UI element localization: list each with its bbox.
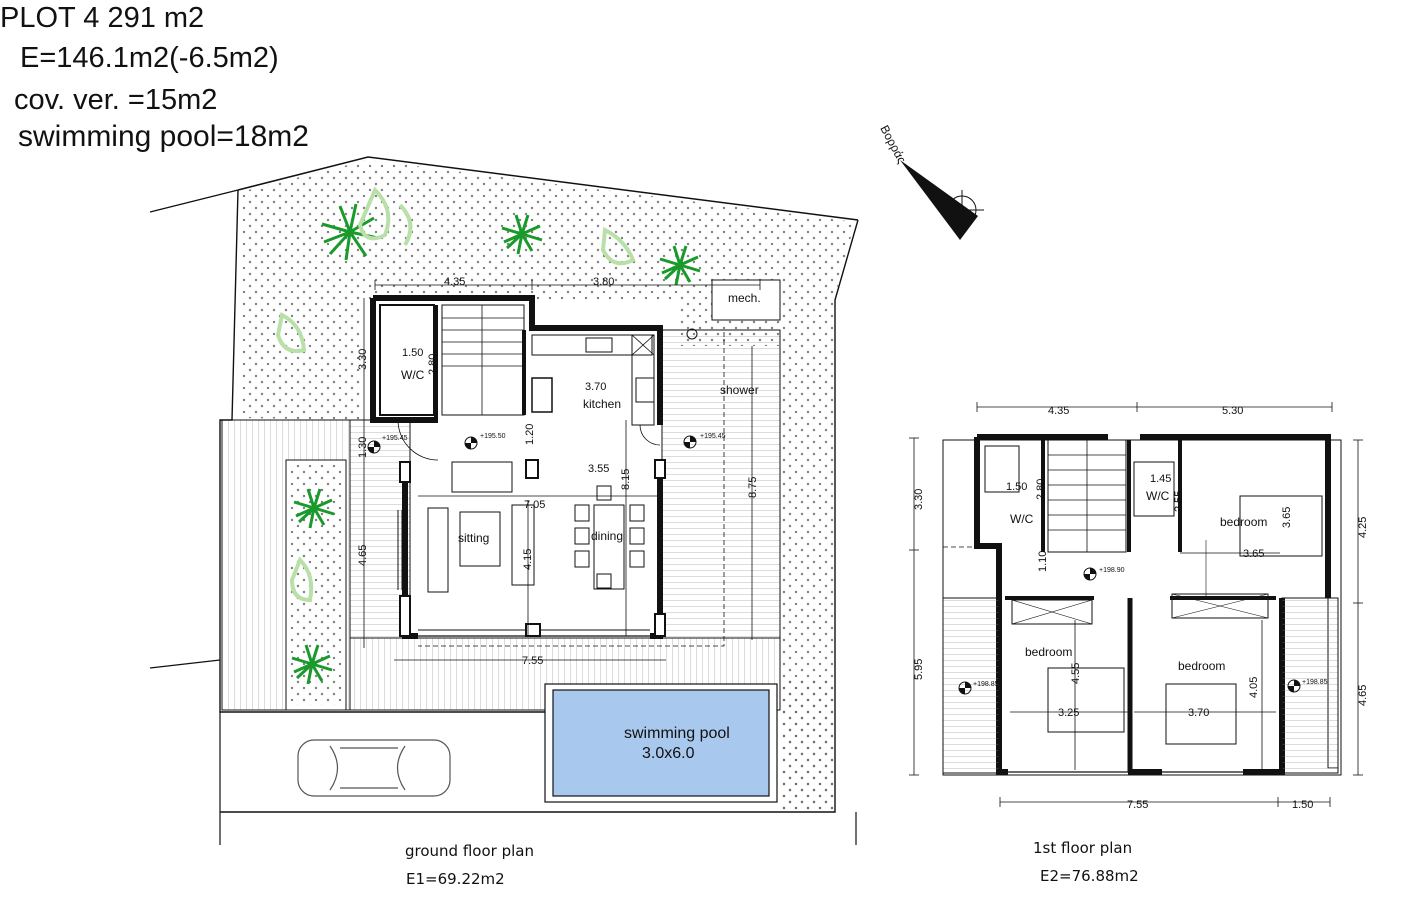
ground-floor-plan <box>370 295 725 647</box>
dim-bed1-width: 3.65 <box>1243 548 1264 560</box>
dim-ff-hall-height: 1.10 <box>1037 551 1049 572</box>
dim-hall-height: 1.20 <box>524 424 536 445</box>
dim-kitchen-width: 3.70 <box>585 381 606 393</box>
room-shower: shower <box>720 383 759 397</box>
dim-sitting-width: 3.55 <box>588 463 609 475</box>
dim-wc-depth: 2.80 <box>427 354 439 375</box>
first-floor-dimensions <box>909 402 1363 807</box>
dim-ff-bottom: 7.55 <box>1127 799 1148 811</box>
palm-trees <box>275 186 701 685</box>
pool-area: swimming pool=18m2 <box>18 120 309 153</box>
dim-ff-right-upper: 4.25 <box>1357 517 1369 538</box>
dim-bed3-height: 4.05 <box>1248 677 1260 698</box>
dim-gf-top-right: 3.80 <box>593 276 614 288</box>
level-gf-3: +195.45 <box>700 433 726 440</box>
north-arrow <box>900 160 984 240</box>
level-ff-1: +198.90 <box>1099 567 1125 574</box>
room-wc: W/C <box>401 368 425 382</box>
plot-title: PLOT 4 291 m2 <box>0 2 205 34</box>
first-floor-plan <box>942 434 1342 776</box>
dim-gf-bottom: 7.55 <box>522 655 543 667</box>
covered-area: cov. ver. =15m2 <box>14 84 218 116</box>
swimming-pool <box>544 683 778 803</box>
level-markers <box>367 435 1301 695</box>
room-bedroom-3: bedroom <box>1178 659 1225 673</box>
room-sitting: sitting <box>458 531 489 545</box>
area-total: E=146.1m2(-6.5m2) <box>20 42 279 74</box>
dim-ff-left-upper: 3.30 <box>913 489 925 510</box>
dim-gf-top-left: 4.35 <box>444 276 465 288</box>
level-ff-2: +198.85 <box>973 681 999 688</box>
dim-dining-height: 4.15 <box>522 549 534 570</box>
faded-tree-icon <box>275 186 636 603</box>
dim-ff-wc1-height: 2.80 <box>1035 479 1047 500</box>
ff-caption: 1st floor plan <box>1033 839 1132 857</box>
dim-ff-left-lower: 5.95 <box>913 659 925 680</box>
pool-size: 3.0x6.0 <box>642 745 695 762</box>
room-bedroom-1: bedroom <box>1220 515 1267 529</box>
level-gf-1: +195.45 <box>382 435 408 442</box>
pool-label: swimming pool <box>624 725 730 742</box>
dim-ff-right-lower: 4.65 <box>1357 685 1369 706</box>
palm-icon <box>659 245 701 286</box>
room-kitchen: kitchen <box>583 397 621 411</box>
dim-wc-width: 1.50 <box>402 347 423 359</box>
room-dining: dining <box>591 529 623 543</box>
level-ff-3: +198.85 <box>1302 679 1328 686</box>
dim-bed3-width: 3.70 <box>1188 707 1209 719</box>
dim-ff-top-left: 4.35 <box>1048 405 1069 417</box>
dim-ff-bottom-right: 1.50 <box>1292 799 1313 811</box>
ground-floor-dimensions <box>363 280 761 661</box>
dim-gf-left-mid: 1.30 <box>357 437 369 458</box>
gf-caption: ground floor plan <box>405 842 534 860</box>
dim-terrace-height: 8.75 <box>747 477 759 498</box>
dim-bed1-height: 3.65 <box>1281 507 1293 528</box>
dim-bed2-width: 3.25 <box>1058 707 1079 719</box>
palm-icon <box>291 644 333 685</box>
ff-area: E2=76.88m2 <box>1040 867 1139 885</box>
room-mech: mech. <box>728 291 761 305</box>
plot-boundary <box>149 156 859 845</box>
dim-gf-left-upper: 3.30 <box>357 349 369 370</box>
room-bedroom-2: bedroom <box>1025 645 1072 659</box>
dim-bed2-height: 4.55 <box>1070 663 1082 684</box>
level-gf-2: +195.50 <box>480 433 506 440</box>
dim-ff-wc2-width: 1.45 <box>1150 473 1171 485</box>
north-label: Βορράς <box>877 123 909 166</box>
palm-icon <box>501 214 543 255</box>
dim-living-width: 7.05 <box>524 499 545 511</box>
car-icon <box>297 739 451 797</box>
dim-living-height: 8.15 <box>620 469 632 490</box>
room-ff-wc2: W/C <box>1146 489 1170 503</box>
gf-area: E1=69.22m2 <box>406 870 505 888</box>
dim-ff-wc2-height: 2.55 <box>1173 491 1185 512</box>
dim-ff-wc1-width: 1.50 <box>1006 481 1027 493</box>
dim-gf-left-lower: 4.65 <box>357 545 369 566</box>
palm-icon <box>293 488 335 529</box>
dim-ff-top-right: 5.30 <box>1222 405 1243 417</box>
room-ff-wc1: W/C <box>1010 512 1034 526</box>
